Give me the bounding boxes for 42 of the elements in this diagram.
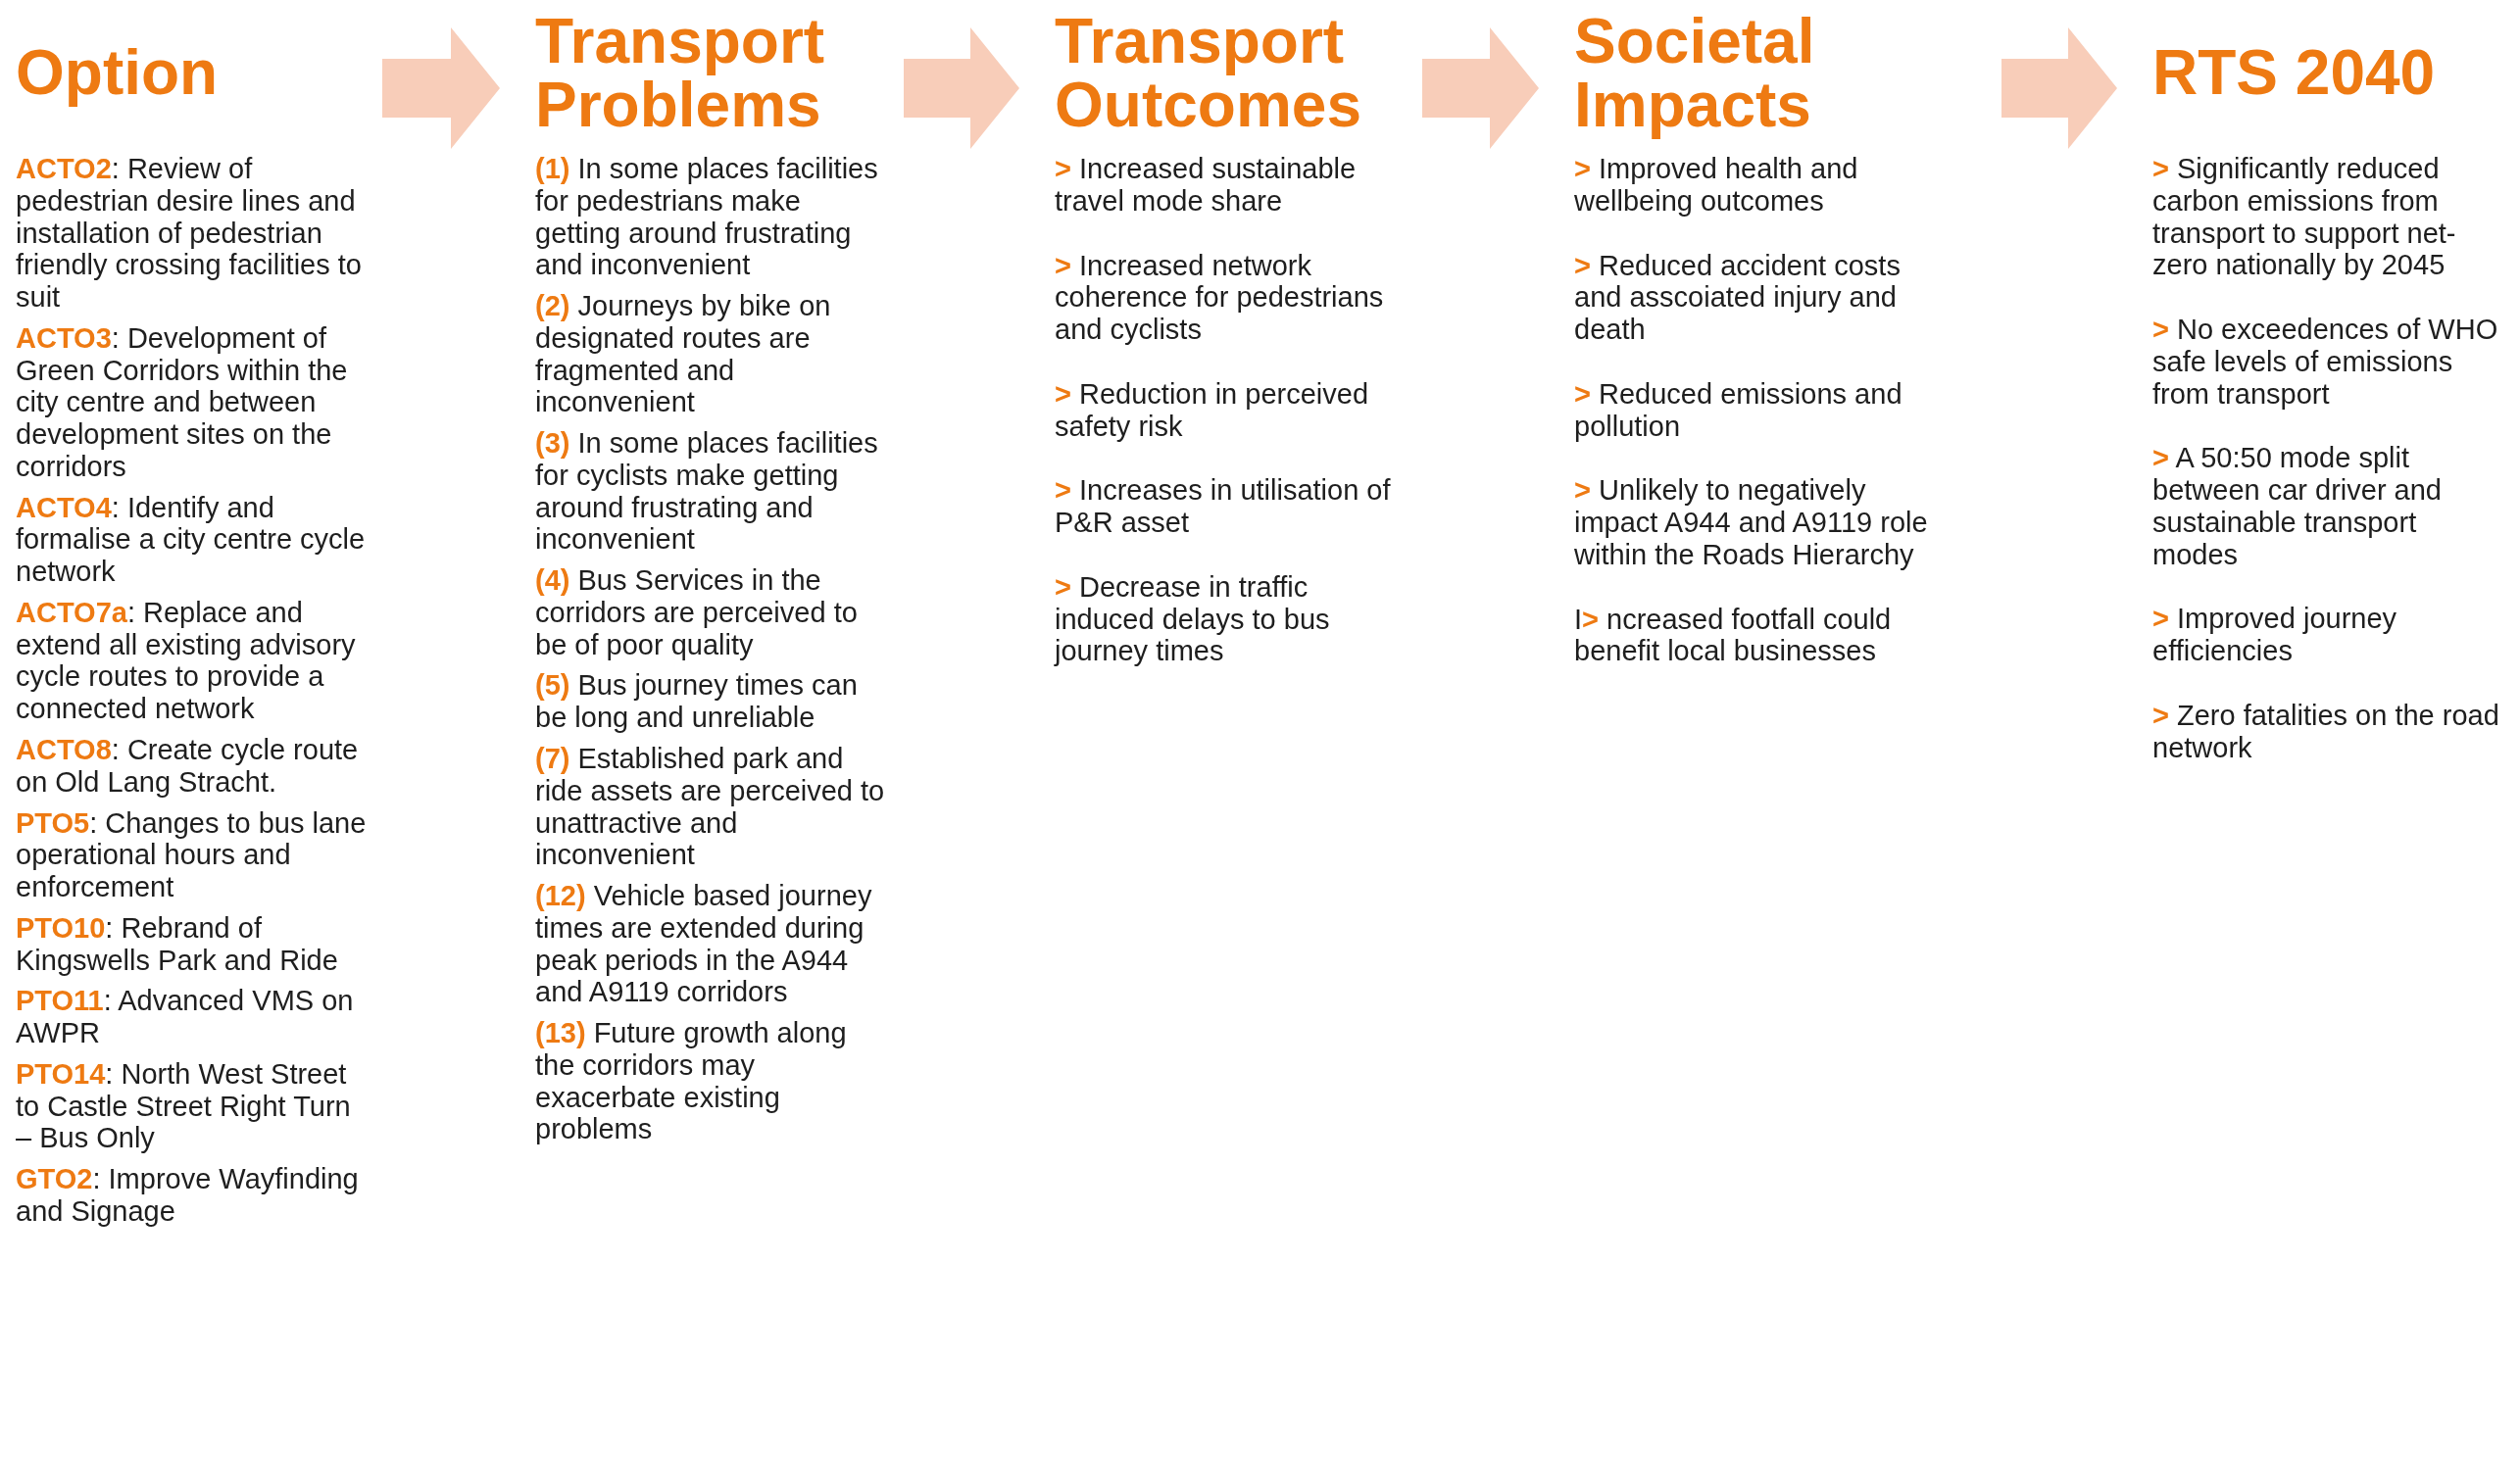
list-item-text: (3) In some places facilities for cyclists make getting around frustrating and inconvenient xyxy=(535,427,879,557)
list-item-text: (12) Vehicle based journey times are extended during peak periods in the A944 and A9119 corridors xyxy=(535,880,873,1009)
column-heading: RTS 2040 xyxy=(2152,41,2436,106)
arrow xyxy=(1422,27,1539,149)
list-item-text: PTO10: Rebrand of Kingswells Park and Ride xyxy=(16,911,339,977)
list-item-text: ACTO8: Create cycle route on Old Lang Stracht. xyxy=(16,734,360,799)
column-heading: Option xyxy=(16,41,219,106)
column-heading: Societal Impacts xyxy=(1574,9,1816,138)
list-item-text: ACTO4: Identify and formalise a city centre cycle network xyxy=(16,491,367,588)
list-item-text: > Improved health and wellbeing outcomes xyxy=(1574,153,1859,218)
list-item-text: I> ncreased footfall could benefit local businesses xyxy=(1574,603,1893,668)
list-item-text: > Reduced emissions and pollution xyxy=(1574,377,1903,443)
list-item-text: GTO2: Improve Wayfinding and Signage xyxy=(16,1163,360,1228)
arrow xyxy=(2001,27,2117,149)
list-item-text: > A 50:50 mode split between car driver and sustainable transport modes xyxy=(2152,442,2443,571)
list-item-text: PTO14: North West Street to Castle Street Right Turn – Bus Only xyxy=(16,1057,352,1155)
arrow xyxy=(382,27,500,149)
list-item-text: (4) Bus Services in the corridors are perceived to be of poor quality xyxy=(535,564,859,661)
list-item-text: > Reduction in perceived safety risk xyxy=(1055,377,1369,443)
list-item-text: PTO11: Advanced VMS on AWPR xyxy=(16,985,355,1049)
list-item-text: (13) Future growth along the corridors may exacerbate existing problems xyxy=(535,1017,848,1146)
list-item-text: > Increased sustainable travel mode share xyxy=(1055,153,1358,218)
column-heading: Transport Outcomes xyxy=(1055,9,1362,138)
list-item-text: > No exceedences of WHO safe levels of emissions from transport xyxy=(2152,314,2499,411)
column-heading: Transport Problems xyxy=(535,9,826,138)
list-item-text: ACTO7a: Replace and extend all existing advisory cycle routes to provide a connected network xyxy=(16,596,357,725)
list-item-text: > Decrease in traffic induced delays to bus journey times xyxy=(1055,570,1331,668)
list-item-text: ACTO2: Review of pedestrian desire lines and installation of pedestrian friendly crossing facilities to suit xyxy=(16,153,363,314)
list-item-text: PTO5: Changes to bus lane operational hours and enforcement xyxy=(16,806,368,903)
list-item-text: > Zero fatalities on the road network xyxy=(2152,699,2500,764)
list-item-text: (5) Bus journey times can be long and unreliable xyxy=(535,669,859,734)
list-item-text: (7) Established park and ride assets are perceived to unattractive and inconvenient xyxy=(535,743,886,872)
list-item-text: > Improved journey efficiencies xyxy=(2152,603,2398,667)
list-item-text: (1) In some places facilities for pedestrians make getting around frustrating and inconvenient xyxy=(535,153,879,282)
list-item-text: > Unlikely to negatively impact A944 and A9119 role within the Roads Hierarchy xyxy=(1574,474,1929,571)
arrow xyxy=(904,27,1019,149)
list-item-text: ACTO3: Development of Green Corridors within the city centre and between development sites on the corridors xyxy=(16,321,349,483)
list-item-text: > Increases in utilisation of P&R asset xyxy=(1055,474,1392,539)
list-item-text: > Significantly reduced carbon emissions from transport to support net-zero nationally by 2045 xyxy=(2152,153,2457,282)
list-item-text: > Increased network coherence for pedestrians and cyclists xyxy=(1055,249,1385,346)
list-item-text: (2) Journeys by bike on designated routes are fragmented and inconvenient xyxy=(535,290,832,419)
list-item-text: > Reduced accident costs and asscoiated injury and death xyxy=(1574,249,1902,346)
